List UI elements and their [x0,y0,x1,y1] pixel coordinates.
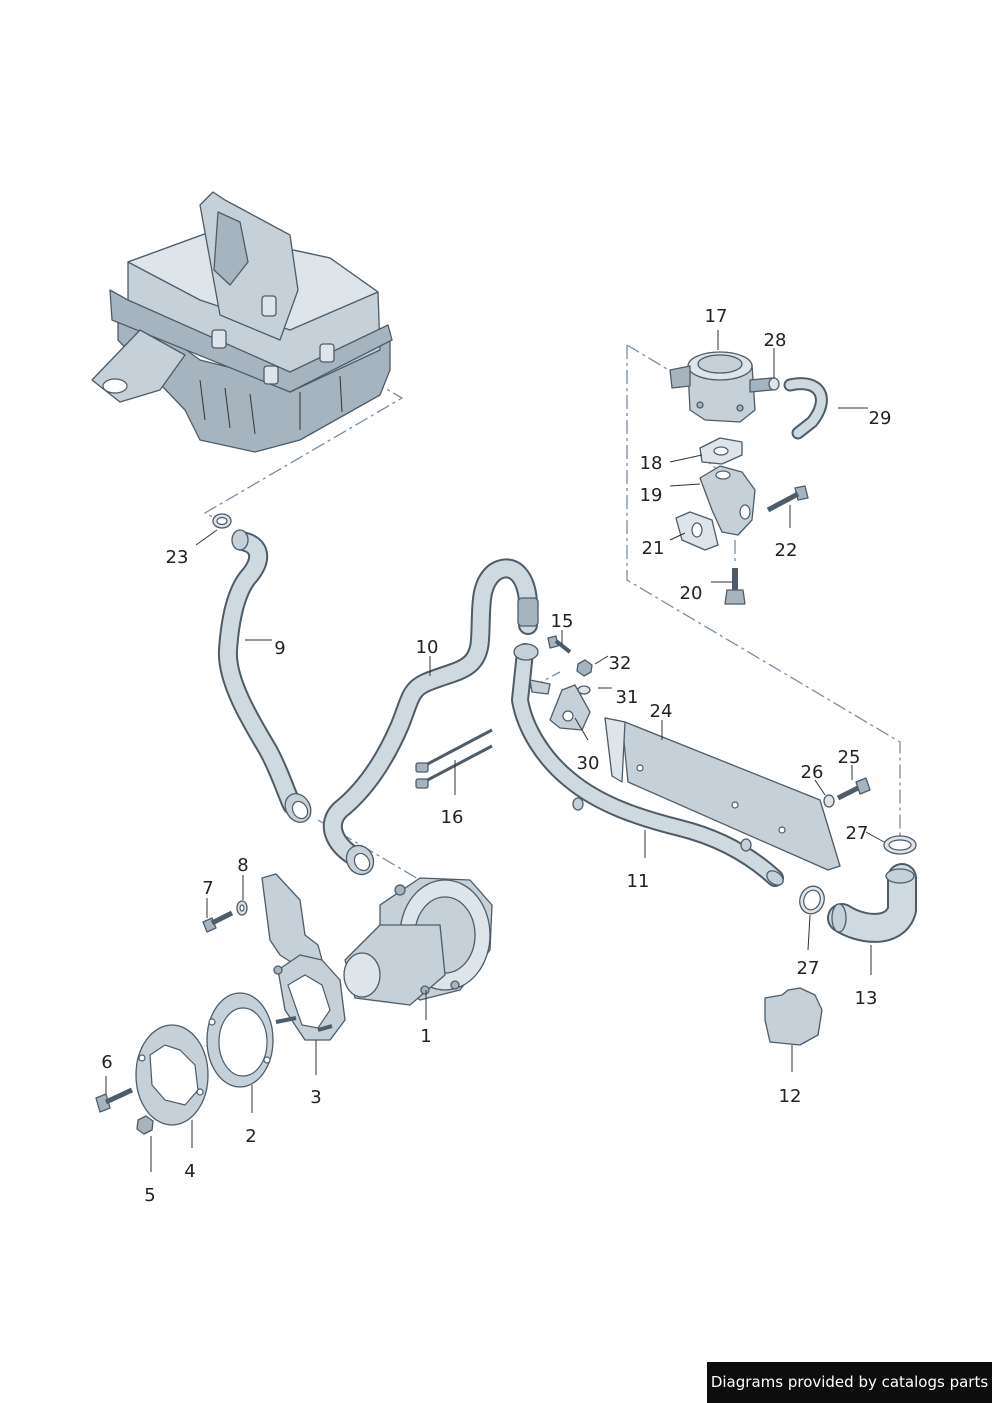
callout-24: 24 [650,701,673,722]
callout-5: 5 [144,1185,155,1206]
air-filter-housing [91,191,393,453]
callout-13: 13 [855,988,878,1009]
callout-22: 22 [775,540,798,561]
heat-shield-24 [604,717,841,871]
clamp-23 [212,513,232,529]
callout-26: 26 [801,762,824,783]
callout-28: 28 [764,330,787,351]
gasket-2 [206,992,274,1088]
callout-4: 4 [184,1161,195,1182]
callout-16: 16 [441,807,464,828]
bracket-30 [549,684,591,731]
callout-11: 11 [627,871,650,892]
gasket-18 [699,437,743,465]
callout-19: 19 [640,485,663,506]
callout-20: 20 [680,583,703,604]
clamp-28 [768,377,780,391]
callout-8: 8 [237,855,248,876]
gasket-21 [675,511,719,551]
bracket-3 [261,873,346,1041]
leader-lines [105,330,885,1172]
combination-valve-17 [669,351,773,423]
footer-credit: Diagrams provided by catalogs parts [707,1362,992,1403]
callout-18: 18 [640,453,663,474]
callout-10: 10 [416,637,439,658]
callout-6: 6 [101,1052,112,1073]
plate-12 [764,987,823,1046]
callout-27-upper: 27 [846,823,869,844]
pipe-11 [511,643,784,887]
cable-ties-16 [415,728,493,789]
callout-23: 23 [166,547,189,568]
callout-12: 12 [779,1086,802,1107]
callout-21: 21 [642,538,665,559]
elbow-hose-13 [827,863,917,943]
callout-labels: 1 2 3 4 5 6 7 8 9 10 11 12 13 15 16 17 1… [101,306,891,1206]
callout-9: 9 [274,638,285,659]
air-pump-1 [343,877,493,1006]
callout-30: 30 [577,753,600,774]
flange-19 [699,465,756,536]
fasteners [95,485,871,1135]
callout-27-lower: 27 [797,958,820,979]
callout-17: 17 [705,306,728,327]
hose-9 [217,529,312,823]
hose-29 [783,377,828,440]
callout-15: 15 [551,611,574,632]
callout-3: 3 [310,1087,321,1108]
hose-10 [322,558,539,876]
callout-31: 31 [616,687,639,708]
callout-7: 7 [202,878,213,899]
callout-2: 2 [245,1126,256,1147]
flange-4 [135,1024,209,1126]
clamp-27-upper [883,835,917,855]
callout-25: 25 [838,747,861,768]
clamp-27-lower [799,885,825,915]
callout-1: 1 [420,1026,431,1047]
callout-32: 32 [609,653,632,674]
callout-29: 29 [869,408,892,429]
